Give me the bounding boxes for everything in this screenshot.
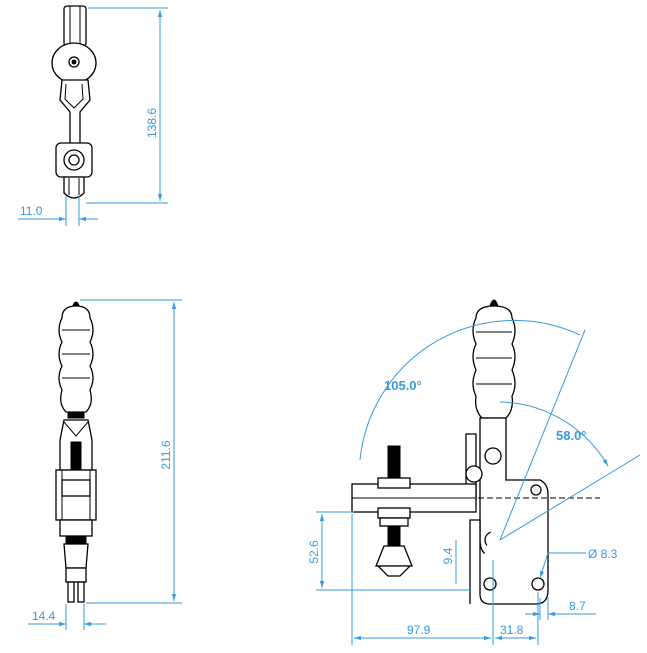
top-view: 138.6 11.0 bbox=[18, 5, 168, 226]
reach-dimension: 97.9 bbox=[351, 514, 494, 645]
edge-offset-dimension: 8.7 bbox=[525, 598, 596, 620]
top-height-label: 138.6 bbox=[145, 108, 159, 138]
hole-diameter-label: Ø 8.3 bbox=[588, 547, 618, 561]
front-view: 211.6 14.4 bbox=[28, 299, 182, 630]
reach-label: 97.9 bbox=[407, 623, 431, 637]
base-width-dimension: 31.8 bbox=[495, 592, 539, 645]
front-width-dimension: 14.4 bbox=[28, 604, 106, 630]
top-width-label: 11.0 bbox=[20, 204, 43, 218]
spindle-height-label: 52.6 bbox=[307, 540, 321, 564]
hole-diameter-dimension: Ø 8.3 bbox=[539, 547, 618, 579]
side-view-part bbox=[351, 299, 600, 605]
angle-release-label: 58.0° bbox=[556, 428, 587, 443]
spindle-height-dimension: 52.6 bbox=[307, 511, 470, 591]
front-height-dimension: 211.6 bbox=[80, 299, 182, 604]
pivot-offset-dimension: 9.4 bbox=[441, 540, 457, 584]
base-width-label: 31.8 bbox=[500, 623, 524, 637]
front-view-part bbox=[55, 301, 97, 603]
side-view: 105.0° 58.0° 52.6 9.4 Ø 8.3 8.7 bbox=[307, 299, 641, 645]
top-view-part bbox=[51, 5, 97, 199]
angle-open-label: 105.0° bbox=[384, 378, 422, 393]
top-height-dimension: 138.6 bbox=[86, 7, 168, 204]
angle-arcs: 105.0° 58.0° bbox=[359, 319, 641, 541]
front-width-label: 14.4 bbox=[32, 609, 56, 623]
pivot-offset-label: 9.4 bbox=[441, 547, 455, 564]
edge-offset-label: 8.7 bbox=[569, 599, 586, 613]
front-height-label: 211.6 bbox=[159, 440, 173, 469]
top-width-dimension: 11.0 bbox=[18, 196, 98, 226]
